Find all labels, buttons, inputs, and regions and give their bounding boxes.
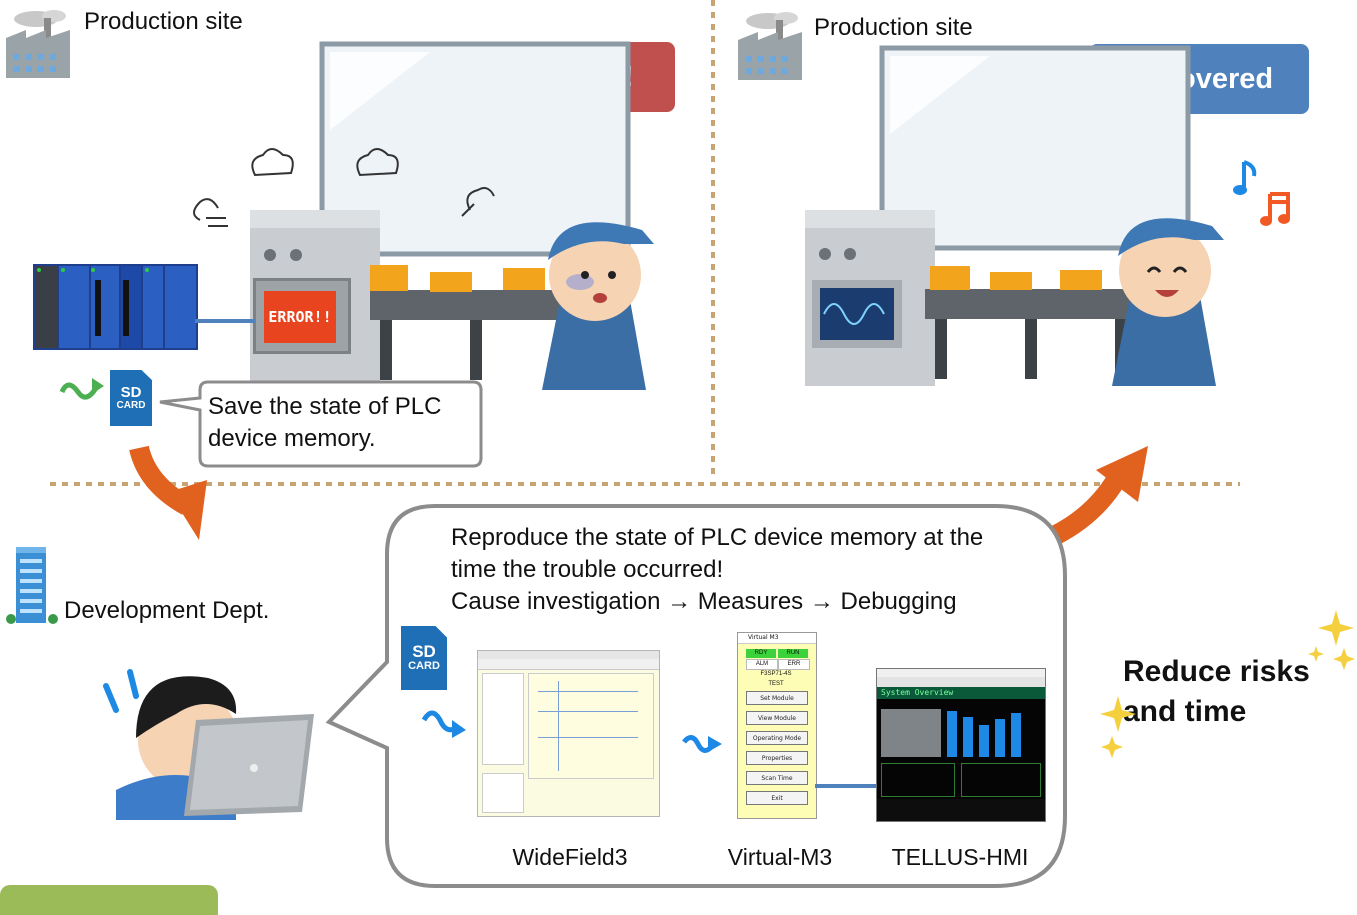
bubble-line-3: Cause investigation → Measures → Debuggi… xyxy=(451,588,957,615)
bubble-line-2: time the trouble occurred! xyxy=(451,556,724,583)
production-site-label-right: Production site xyxy=(814,14,973,41)
virtual-m3-caption: Virtual-M3 xyxy=(727,844,833,870)
building-icon xyxy=(6,547,58,624)
vm3-set-module-button: Set Module xyxy=(746,691,808,705)
factory-icon-left xyxy=(4,6,74,85)
green-note-tab xyxy=(0,885,218,915)
developer-at-laptop xyxy=(103,669,314,820)
result-line-2: and time xyxy=(1123,695,1247,728)
tellus-hmi-screenshot: System Overview xyxy=(876,668,1046,822)
happy-worker xyxy=(1112,218,1224,386)
development-dept-label: Development Dept. xyxy=(64,597,270,624)
vm3-alm: ALM xyxy=(746,659,778,670)
bubble-line-1: Reproduce the state of PLC device memory… xyxy=(451,524,984,551)
blue-swirl-arrow-icon-2 xyxy=(682,735,722,753)
result-line-1: Reduce risks xyxy=(1123,655,1310,688)
blue-swirl-arrow-icon xyxy=(421,710,466,738)
vm3-scan-time-button: Scan Time xyxy=(746,771,808,785)
sd-label: SD xyxy=(120,383,142,401)
production-site-label-left: Production site xyxy=(84,8,243,35)
music-notes-icon xyxy=(1233,160,1290,226)
vm3-title: Virtual M3 xyxy=(738,633,816,644)
smoke-icons xyxy=(193,148,495,227)
arrow-up-icon xyxy=(1049,446,1148,545)
machine-illustration-right xyxy=(805,45,1191,386)
vm3-run: RUN xyxy=(778,649,808,658)
card-label: CARD xyxy=(116,399,146,411)
vm3-properties-button: Properties xyxy=(746,751,808,765)
plc-link-line xyxy=(195,319,255,323)
machine-illustration-left xyxy=(250,41,631,390)
vm3-operating-mode-button: Operating Mode xyxy=(746,731,808,745)
vm3-model: F3SP71-4S xyxy=(760,671,792,677)
sd-label: SD xyxy=(412,642,436,661)
tellus-hmi-caption: TELLUS-HMI xyxy=(891,844,1029,870)
card-label: CARD xyxy=(408,660,440,672)
sd-card-icon-bottom: SD CARD xyxy=(401,626,447,690)
tellus-heading: System Overview xyxy=(877,687,1045,699)
vm3-mode: TEST xyxy=(768,681,784,687)
speech-text-top: Save the state of PLC device memory. xyxy=(208,393,442,452)
error-screen: ERROR!! xyxy=(264,291,336,343)
arrow-down-icon xyxy=(129,445,207,540)
vm3-view-module-button: View Module xyxy=(746,711,808,725)
vm3-rdy: RDY xyxy=(746,649,776,658)
bubble-text: Reproduce the state of PLC device memory… xyxy=(451,522,1061,618)
result-text: Reduce risks and time xyxy=(1123,652,1343,732)
plc-rack xyxy=(33,264,198,350)
widefield3-screenshot xyxy=(477,650,660,817)
error-hmi-panel: ERROR!! xyxy=(253,278,351,354)
vm3-exit-button: Exit xyxy=(746,791,808,805)
virtual-m3-window: Virtual M3 RDY RUN ALM ERR F3SP71-4S TES… xyxy=(737,632,817,819)
error-text: ERROR!! xyxy=(268,308,332,326)
widefield3-caption: WideField3 xyxy=(512,844,628,870)
sd-card-icon-top: SD CARD xyxy=(110,370,152,426)
worried-worker xyxy=(542,222,654,390)
green-arrow-icon xyxy=(59,378,104,400)
speech-bubble-top xyxy=(159,380,483,468)
vm3-hmi-link-line xyxy=(815,784,877,788)
vm3-err: ERR xyxy=(778,659,810,670)
factory-icon-right xyxy=(736,8,806,87)
sparkle-icons xyxy=(1100,610,1355,758)
